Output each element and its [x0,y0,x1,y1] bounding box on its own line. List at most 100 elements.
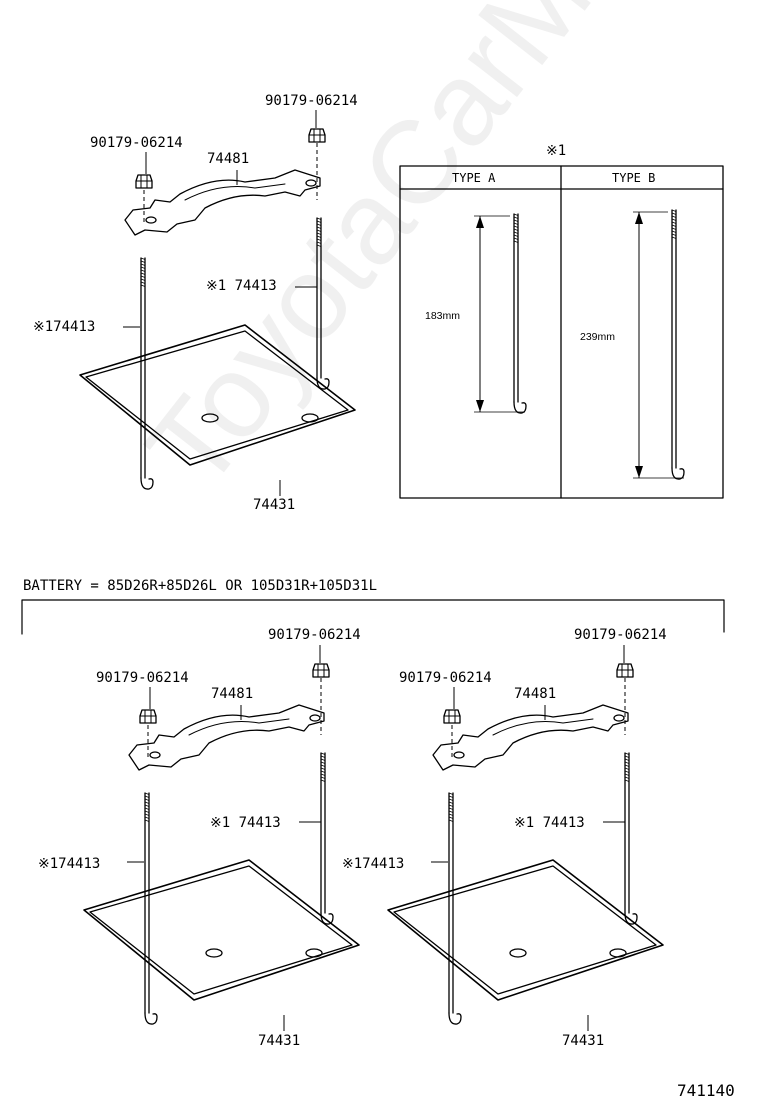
rod-thread [316,229,322,232]
rod-hook [624,912,638,925]
rod-thread [513,231,519,234]
rod-thread [320,758,326,761]
rod-thread [144,813,150,816]
rod-thread [320,770,326,773]
bolt-part-number: ※1 74413 [210,815,281,831]
rod-thread [316,217,322,220]
clamp-hole [305,179,317,187]
rod-thread [140,278,146,281]
rod-thread [513,225,519,228]
hold-down-clamp [124,169,321,236]
battery-tray [83,859,360,1001]
rod-thread [144,795,150,798]
rod-thread [624,773,630,776]
arrow-icon [476,400,484,412]
clamp-part-number: 74481 [207,151,250,167]
rod-thread [448,816,454,819]
rod-hook [671,467,685,480]
tray-hole [609,948,627,958]
clamp-rib [184,183,286,201]
clamp-rib [492,718,594,736]
rod-hook [316,377,330,390]
rod-thread [320,764,326,767]
tray-hole [301,413,319,423]
rod-thread [624,770,630,773]
tray-hole [305,948,323,958]
nut-icon [135,174,153,189]
rod-thread [671,215,677,218]
nut-part-number: 90179-06214 [268,627,361,643]
rod-thread [320,773,326,776]
rod-thread [513,216,519,219]
rod-thread [624,779,630,782]
tray-part-number: 74431 [562,1033,605,1049]
rod-thread [144,801,150,804]
hold-down-clamp [432,704,629,771]
bolt-part-number: ※174413 [33,319,96,335]
clamp-hole [453,751,465,759]
rod-thread [513,237,519,240]
rod-thread [316,232,322,235]
rod-thread [144,807,150,810]
rod-thread [671,224,677,227]
rod-thread [320,755,326,758]
rod-hook [144,1012,158,1025]
tray-hole [201,413,219,423]
bolt-part-number: ※1 74413 [206,278,277,294]
rod-thread [624,764,630,767]
type-a-header: TYPE A [452,171,496,185]
rod-thread [671,236,677,239]
nut-icon [443,709,461,724]
clamp-hole [145,216,157,224]
hold-down-clamp [128,704,325,771]
rod-thread [624,758,630,761]
rod-thread [316,235,322,238]
rod-thread [144,798,150,801]
nut-part-number: 90179-06214 [574,627,667,643]
clamp-hole [309,714,321,722]
arrow-icon [635,466,643,478]
rod-thread [320,776,326,779]
nut-icon [312,663,330,678]
rod-thread [140,272,146,275]
rod-thread [448,810,454,813]
bolt-part-number: ※174413 [38,856,101,872]
rod-thread [144,804,150,807]
rod-thread [316,244,322,247]
rod-thread [624,776,630,779]
nut-part-number: 90179-06214 [399,670,492,686]
rod-thread [144,792,150,795]
tray-part-number: 74431 [253,497,296,513]
clamp-rib [188,718,290,736]
rod-thread [671,233,677,236]
rod-thread [140,260,146,263]
battery-tray-inner [85,330,349,460]
rod-thread [448,795,454,798]
rod-thread [624,767,630,770]
rod-thread [316,226,322,229]
rod-thread [316,220,322,223]
rod-thread [140,263,146,266]
battery-tray [79,324,356,466]
rod-thread [316,238,322,241]
rod-thread [140,266,146,269]
rod-thread [624,752,630,755]
rod-thread [671,209,677,212]
arrow-icon [476,216,484,228]
clamp-hole [149,751,161,759]
rod-thread [671,218,677,221]
clamp-part-number: 74481 [514,686,557,702]
battery-condition: BATTERY = 85D26R+85D26L OR 105D31R+105D3… [23,578,378,594]
nut-part-number: 90179-06214 [96,670,189,686]
battery-tray-inner [393,865,657,995]
rod-thread [513,228,519,231]
nut-icon [308,128,326,143]
rod-thread [624,755,630,758]
rod-thread [316,223,322,226]
nut-part-number: 90179-06214 [265,93,358,109]
rod-hook [513,401,527,414]
rod-thread [140,281,146,284]
clamp-part-number: 74481 [211,686,254,702]
rod-thread [140,275,146,278]
rod-thread [448,801,454,804]
